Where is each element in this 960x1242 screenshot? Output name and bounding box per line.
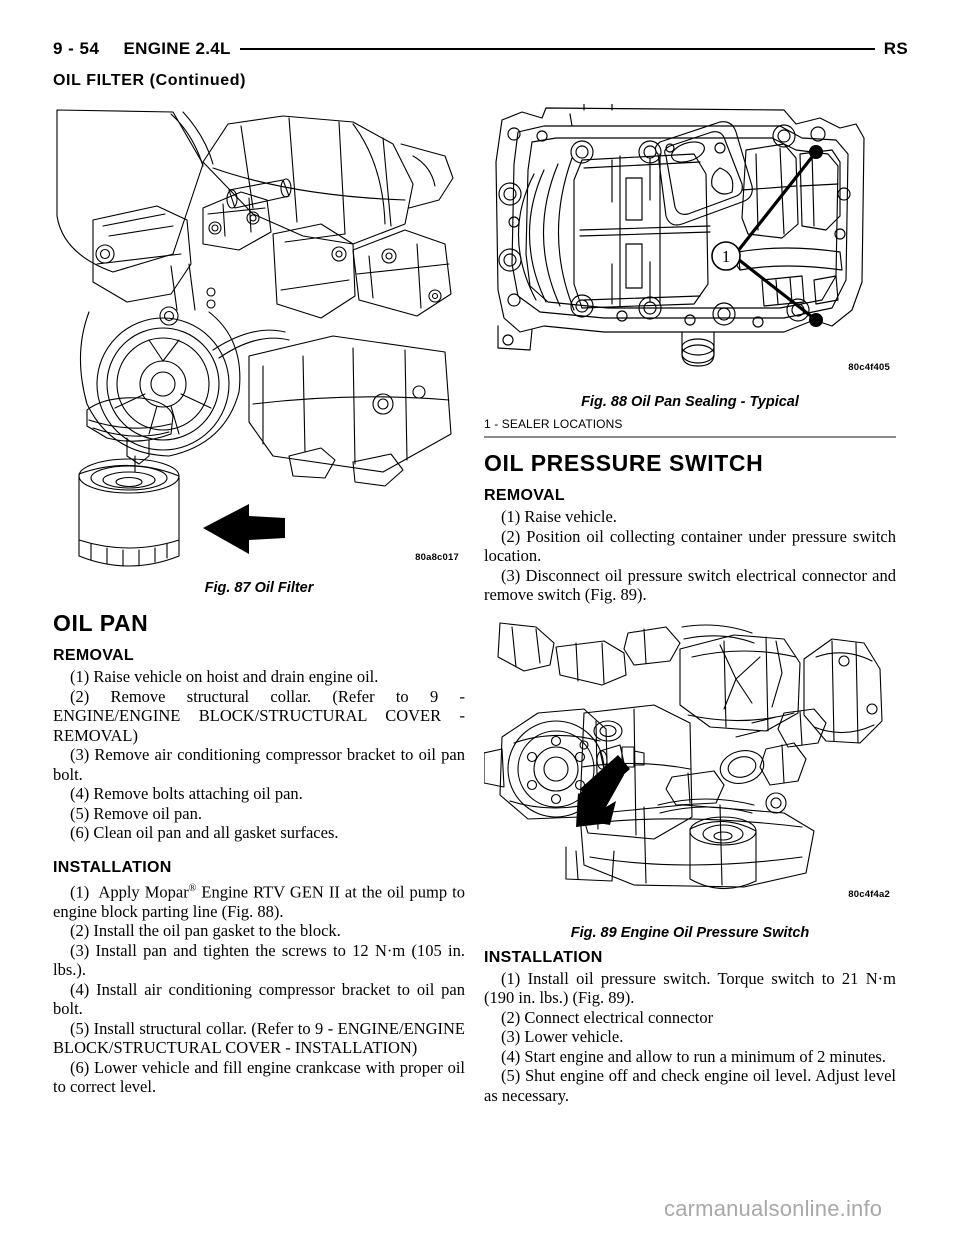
- oil-pressure-switch-section-title: OIL PRESSURE SWITCH: [484, 450, 764, 476]
- figure-87-image: [53, 104, 465, 574]
- figure-87-image-code: 80a8c017: [415, 552, 459, 563]
- figure-87-caption: Fig. 87 Oil Filter: [204, 580, 314, 596]
- ops-installation-step: (5) Shut engine off and check engine oil…: [484, 1066, 896, 1105]
- ops-removal-heading: REMOVAL: [484, 487, 565, 504]
- oil-pressure-switch-pointer-arrow: [576, 754, 630, 827]
- oil-pan-removal-step: (5) Remove oil pan.: [70, 803, 202, 823]
- oil-pan-removal-step: (6) Clean oil pan and all gasket surface…: [70, 823, 339, 842]
- oil-pan-installation-step: (3) Install pan and tighten the screws t…: [53, 940, 465, 980]
- page-header: 9 - 54 ENGINE 2.4L RS: [53, 36, 908, 62]
- figure-88-image-code: 80c4f405: [848, 362, 890, 373]
- left-column: 80a8c017 Fig. 87 Oil Filter OIL PAN REMO…: [53, 104, 465, 1097]
- figure-88-legend: 1 - SEALER LOCATIONS: [484, 417, 623, 431]
- oil-pan-removal-step: (2) Remove structural collar. (Refer to …: [53, 686, 465, 745]
- registered-mark-icon: ®: [188, 882, 197, 894]
- install-step-1-pre: (1) Apply Mopar: [70, 882, 189, 901]
- figure-88: 1 80c4f405 Fig. 88 Oil Pan Sealing - Typ…: [484, 104, 896, 438]
- right-column: 1 80c4f405 Fig. 88 Oil Pan Sealing - Typ…: [484, 104, 896, 1105]
- oil-pan-removal-step: (3) Remove air conditioning compressor b…: [53, 745, 465, 784]
- ops-installation-heading: INSTALLATION: [484, 948, 603, 966]
- continued-heading: OIL FILTER (Continued): [53, 72, 247, 89]
- oil-pan-installation-step: (2) Install the oil pan gasket to the bl…: [70, 921, 341, 940]
- ops-installation-step: (4) Start engine and allow to run a mini…: [501, 1046, 886, 1066]
- figure-89-image-code: 80c4f4a2: [848, 888, 890, 900]
- ops-installation-step: (2) Connect electrical connector: [501, 1007, 714, 1027]
- figure-88-caption: Fig. 88 Oil Pan Sealing - Typical: [581, 394, 799, 410]
- header-rule: [239, 47, 875, 50]
- oil-pan-installation-step: (4) Install air conditioning compressor …: [53, 979, 465, 1019]
- figure-87: 80a8c017 Fig. 87 Oil Filter: [53, 104, 465, 596]
- oil-filter-pointer-arrow: [203, 504, 285, 554]
- figure-89-caption: Fig. 89 Engine Oil Pressure Switch: [570, 924, 810, 941]
- ops-installation-step: (3) Lower vehicle.: [501, 1027, 624, 1046]
- oil-pan-section-title: OIL PAN: [53, 610, 149, 636]
- figure-89-image: [484, 617, 896, 907]
- oil-pan-installation-step: (6) Lower vehicle and fill engine crankc…: [53, 1057, 465, 1097]
- figure-89: 80c4f4a2 Fig. 89 Engine Oil Pressure Swi…: [484, 617, 896, 941]
- install-step-1-post: Engine RTV GEN II at the oil pump to eng…: [53, 882, 465, 921]
- svg-text:1: 1: [722, 247, 731, 266]
- page-number: 9 - 54: [53, 39, 100, 58]
- oil-pan-installation-step: (5) Install structural collar. (Refer to…: [53, 1018, 465, 1058]
- oil-pan-installation-heading: INSTALLATION: [53, 858, 172, 876]
- oil-pan-installation-step: (1) Apply Mopar® Engine RTV GEN II at th…: [53, 879, 465, 922]
- oil-pan-removal-heading: REMOVAL: [53, 647, 134, 664]
- figure-88-image: 1: [484, 104, 896, 376]
- ops-removal-step: (2) Position oil collecting container un…: [484, 526, 896, 566]
- legend-divider: [484, 436, 896, 438]
- oil-pan-removal-step: (1) Raise vehicle on hoist and drain eng…: [70, 667, 379, 686]
- model-code: RS: [883, 39, 908, 58]
- watermark: carmanualsonline.info: [664, 1196, 883, 1221]
- ops-installation-step: (1) Install oil pressure switch. Torque …: [484, 968, 896, 1008]
- ops-removal-step: (1) Raise vehicle.: [501, 507, 617, 526]
- oil-pan-removal-step: (4) Remove bolts attaching oil pan.: [70, 784, 303, 803]
- sealer-location-callout: 1: [711, 145, 823, 327]
- ops-removal-step: (3) Disconnect oil pressure switch elect…: [484, 565, 896, 605]
- section-title: ENGINE 2.4L: [123, 39, 231, 58]
